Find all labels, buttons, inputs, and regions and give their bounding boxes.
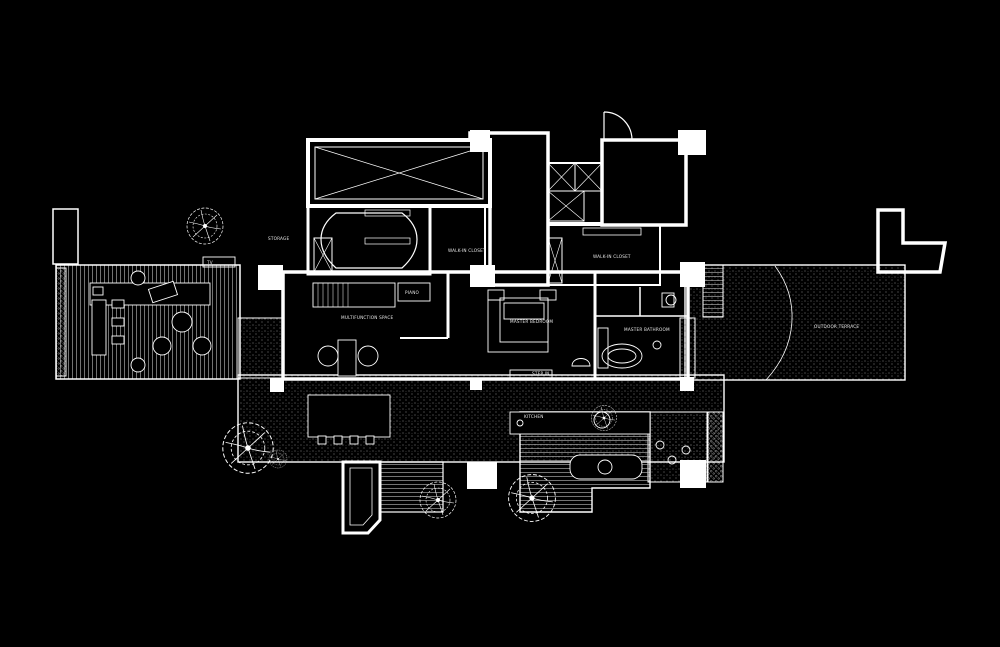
door-north (603, 111, 633, 141)
west-landing (237, 317, 284, 379)
southwest-bay (341, 460, 382, 535)
label-piano: PIANO (405, 290, 420, 295)
label-master-bedroom: MASTER BEDROOM (510, 319, 553, 324)
west-deck (55, 264, 241, 380)
label-tv: TV (206, 260, 213, 265)
terrace-arc (765, 265, 793, 381)
north-block-walls (306, 131, 688, 287)
east-small-room (876, 208, 948, 274)
west-planter-box (52, 208, 79, 265)
label-multifunction-space: MULTIFUNCTION SPACE (341, 315, 394, 320)
east-steps (702, 264, 724, 318)
label-outdoor-terrace: OUTDOOR TERRACE (814, 324, 859, 329)
label-kitchen: KITCHEN (524, 414, 544, 419)
furniture (89, 256, 691, 480)
structural-columns (258, 130, 706, 489)
label-storage: STORAGE (268, 236, 289, 241)
label-master-bathroom: MASTER BATHROOM (624, 327, 670, 332)
label-walk-in-closet-left: WALK-IN CLOSET (448, 248, 486, 253)
southeast-planter (706, 411, 724, 483)
label-step-in: STEP IN (532, 371, 550, 376)
label-walk-in-closet-right: WALK-IN CLOSET (593, 254, 631, 259)
